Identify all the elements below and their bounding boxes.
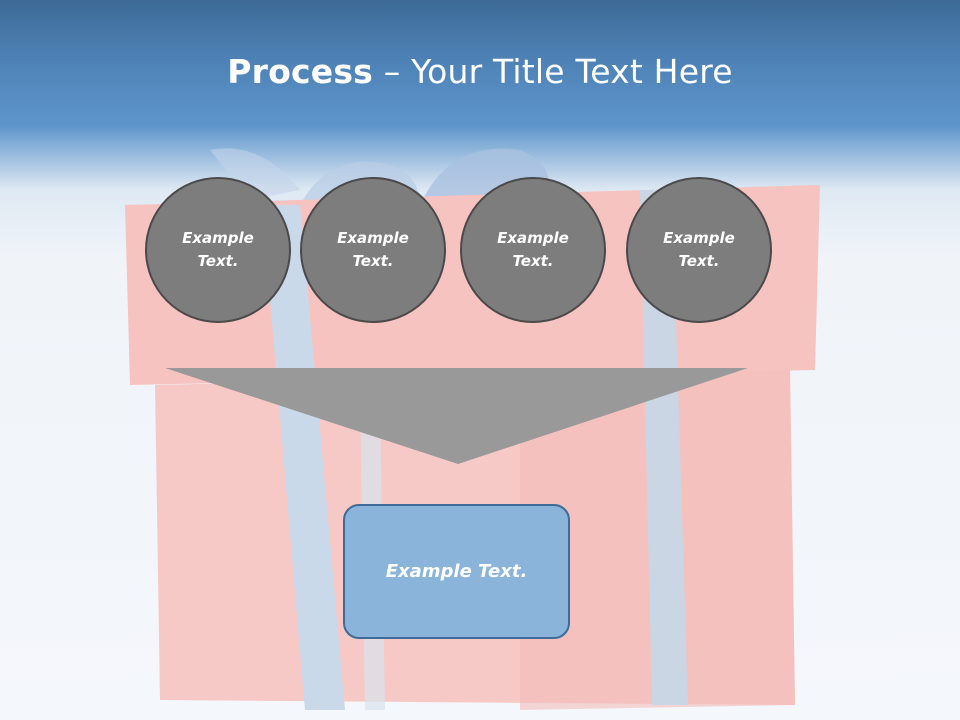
result-box[interactable]: Example Text. [343, 504, 570, 639]
circle-label: Example Text. [182, 229, 254, 270]
title-rest: – Your Title Text Here [373, 52, 733, 91]
circle-label: Example Text. [663, 229, 735, 270]
process-circle-4[interactable]: Example Text. [626, 177, 772, 323]
circle-label: Example Text. [497, 229, 569, 270]
title-bold: Process [227, 52, 374, 91]
process-circle-3[interactable]: Example Text. [460, 177, 606, 323]
slide-title: Process – Your Title Text Here [0, 52, 960, 91]
process-circle-1[interactable]: Example Text. [145, 177, 291, 323]
result-box-label: Example Text. [385, 561, 528, 582]
process-circle-2[interactable]: Example Text. [300, 177, 446, 323]
circle-label: Example Text. [337, 229, 409, 270]
